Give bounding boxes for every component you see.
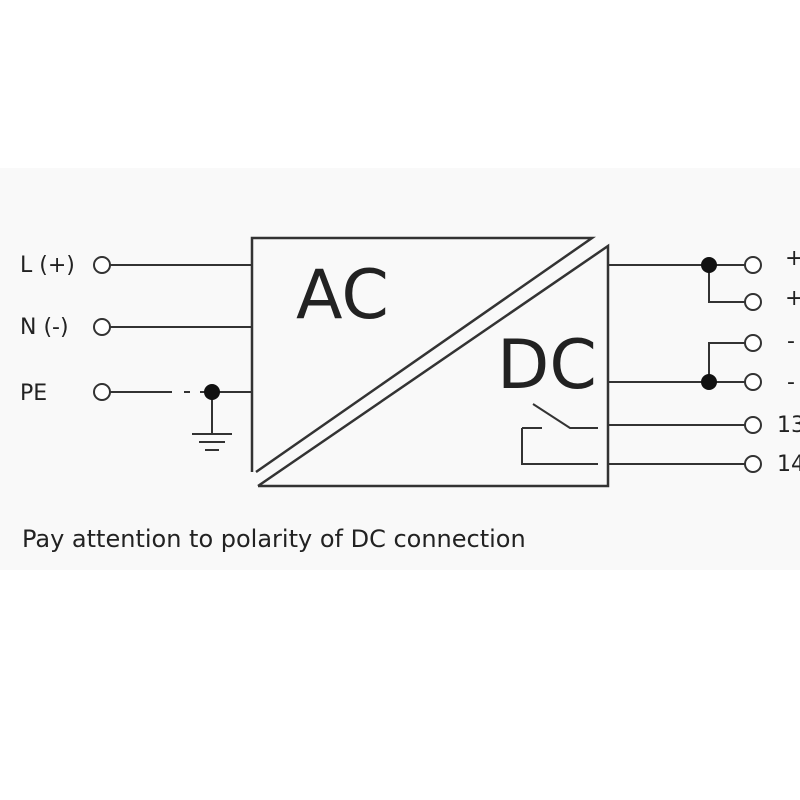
diagram-background	[0, 168, 800, 570]
input-label-n: N (-)	[20, 315, 69, 340]
output-label-minus-2: -	[787, 370, 795, 395]
output-terminal-14	[744, 455, 762, 473]
output-terminal-minus-1	[744, 334, 762, 352]
output-terminal-13	[744, 416, 762, 434]
output-label-plus-1: +	[785, 246, 800, 271]
dc-negative-wiring	[608, 342, 745, 383]
relay-output-wiring	[608, 424, 745, 465]
ac-label: AC	[296, 256, 389, 335]
input-terminal-n	[93, 318, 111, 336]
input-label-pe: PE	[20, 381, 47, 406]
polarity-note: Pay attention to polarity of DC connecti…	[22, 525, 526, 553]
input-label-l: L (+)	[20, 253, 75, 278]
dc-positive-wiring	[608, 264, 745, 303]
output-label-13: 13	[777, 413, 800, 438]
output-terminal-plus-2	[744, 293, 762, 311]
pe-junction-dot	[204, 384, 220, 400]
input-terminal-pe	[93, 383, 111, 401]
positive-junction-dot	[701, 257, 717, 273]
output-label-minus-1: -	[787, 329, 795, 354]
converter-block	[250, 236, 610, 488]
ground-symbol-icon	[192, 433, 232, 451]
output-label-14: 14	[777, 452, 800, 477]
output-label-plus-2: +	[785, 286, 800, 311]
input-terminal-l	[93, 256, 111, 274]
output-terminal-minus-2	[744, 373, 762, 391]
output-terminal-plus-1	[744, 256, 762, 274]
dc-label: DC	[497, 326, 597, 405]
pe-wire	[110, 391, 252, 434]
negative-junction-dot	[701, 374, 717, 390]
relay-contact-symbol	[521, 403, 598, 465]
